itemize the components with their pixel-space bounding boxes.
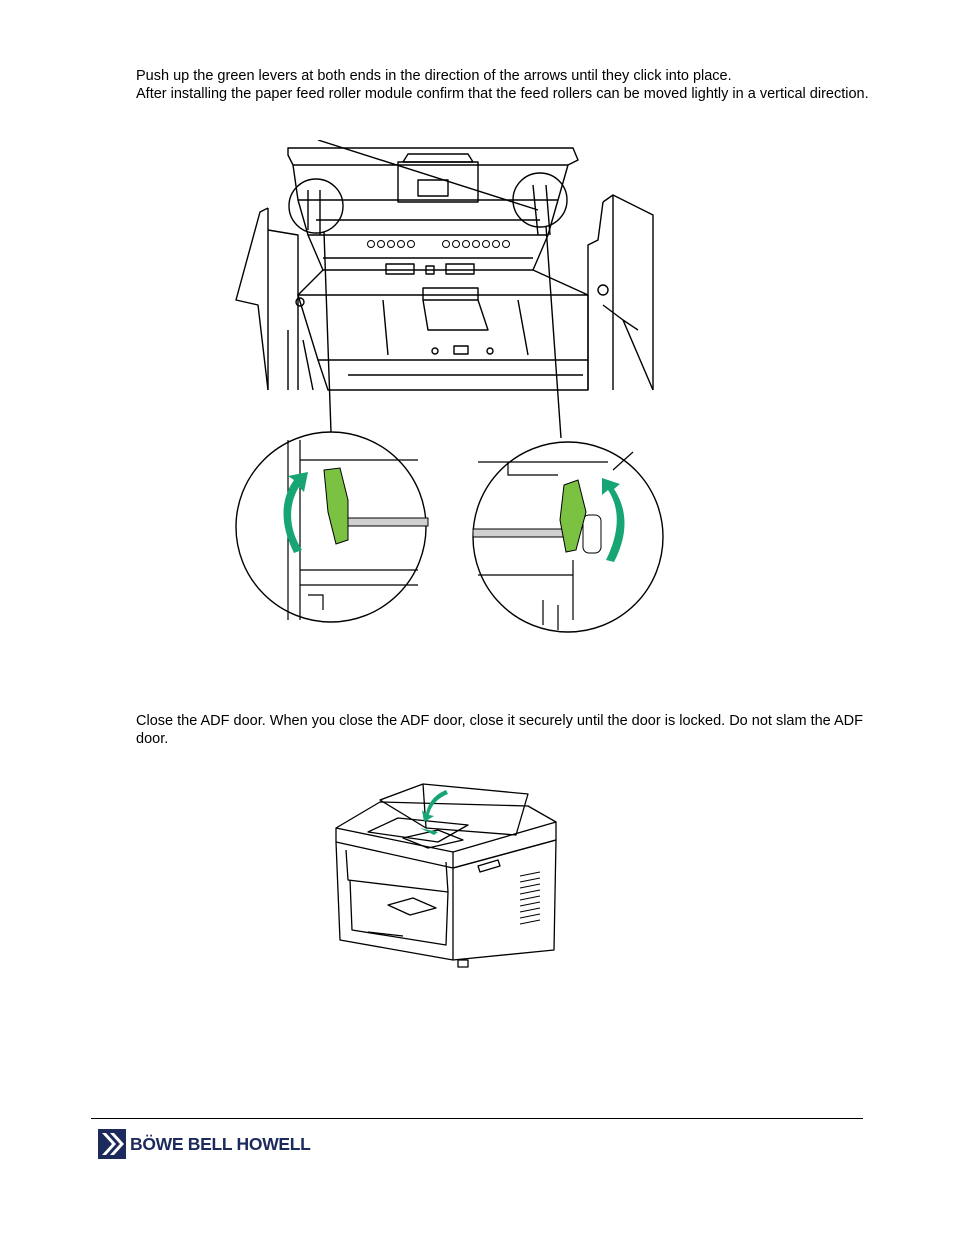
feed-roller-module-illustration bbox=[235, 140, 664, 633]
brand-logo: BÖWE BELL HOWELL bbox=[98, 1128, 311, 1160]
step-1-line-2: After installing the paper feed roller m… bbox=[136, 86, 869, 102]
footer-divider bbox=[91, 1118, 863, 1119]
step-1-instructions: Push up the green levers at both ends in… bbox=[136, 67, 876, 103]
step-2-instructions: Close the ADF door. When you close the A… bbox=[136, 713, 863, 747]
step-1-line-1: Push up the green levers at both ends in… bbox=[136, 68, 732, 84]
scanner-adf-door-illustration bbox=[335, 783, 557, 968]
brand-name: BÖWE BELL HOWELL bbox=[130, 1133, 311, 1154]
bbh-chevron-logo-icon bbox=[98, 1129, 126, 1159]
